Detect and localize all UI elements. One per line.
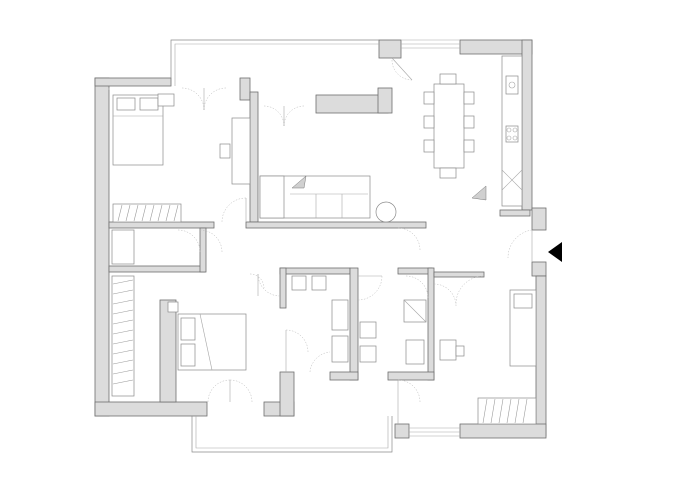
- bedroom-bottom-right: [433, 275, 537, 425]
- bedroom-top-left: [112, 87, 251, 223]
- wall-stub-top: [239, 77, 251, 101]
- outer-wall-top-left: [94, 77, 172, 87]
- view-arrow-icon: [471, 185, 487, 201]
- sink-icon: [405, 339, 425, 365]
- wall-bath1-bottom: [329, 371, 359, 381]
- balconies: [108, 39, 460, 453]
- wardrobe-hangers: [482, 398, 528, 424]
- wall-entrance-nook: [499, 209, 531, 217]
- sink-icon: [331, 335, 349, 363]
- chair: [423, 91, 435, 105]
- wall-closet-bottom: [108, 265, 206, 273]
- wall-bath1-left: [279, 267, 287, 309]
- wardrobe-hangers: [112, 279, 134, 385]
- wall-bath-left-bottom: [279, 371, 295, 417]
- pillow: [180, 317, 196, 341]
- outer-wall-left: [94, 77, 110, 417]
- wall-hall-left: [199, 227, 207, 273]
- side-table: [375, 201, 397, 223]
- bedroom-bottom-left: [111, 273, 281, 403]
- nightstand: [167, 301, 179, 313]
- outer-wall-top-right: [459, 39, 533, 55]
- living-room: [259, 57, 487, 223]
- outer-wall-right-top: [521, 39, 533, 211]
- wall-kitchen-partition-end: [377, 87, 393, 114]
- balcony-top-inner: [174, 43, 379, 86]
- pillow: [116, 97, 136, 111]
- door-swing: [221, 197, 247, 223]
- wall-bath-divider: [349, 267, 359, 381]
- chair: [439, 167, 457, 179]
- stove-icon: [505, 125, 519, 143]
- bathroom-1: [285, 275, 349, 373]
- sink-icon: [505, 75, 519, 95]
- desk: [439, 339, 457, 361]
- wall-bedroom1-right: [249, 91, 259, 223]
- chair: [463, 139, 475, 153]
- toilet-icon: [359, 321, 377, 339]
- wall-kitchen-partition: [315, 94, 389, 114]
- walls: [94, 39, 547, 439]
- bidet-icon: [311, 275, 327, 291]
- outer-wall-right-bottom: [535, 275, 547, 437]
- chair: [423, 115, 435, 129]
- chair: [463, 91, 475, 105]
- bathtub: [331, 299, 349, 331]
- outer-wall-bottom-right: [459, 423, 547, 439]
- entrance[interactable]: [199, 227, 562, 262]
- wardrobe: [112, 203, 182, 223]
- wall-bath2-bottom: [387, 371, 435, 381]
- wall-bath2-top: [397, 267, 433, 275]
- chair: [219, 143, 231, 159]
- bidet-icon: [359, 345, 377, 363]
- chair: [423, 139, 435, 153]
- chair: [455, 345, 465, 357]
- wardrobe: [111, 275, 135, 397]
- dining-table: [433, 83, 465, 169]
- chair: [439, 73, 457, 85]
- wall-bottom-balcony-stub: [394, 423, 410, 439]
- view-arrow-icon: [291, 175, 307, 189]
- kitchen: [423, 55, 523, 207]
- bathroom-2: [357, 275, 429, 424]
- wall-living-bottom: [245, 221, 427, 229]
- pillow: [513, 293, 533, 309]
- wall-bedroom2-left: [159, 299, 177, 403]
- nightstand: [157, 93, 175, 107]
- balcony-top-outline: [170, 39, 379, 86]
- wall-bedroom3-top: [433, 271, 485, 278]
- wall-bedroom1-bottom: [108, 221, 215, 229]
- pillow: [180, 343, 196, 367]
- balcony-bottom-outline: [191, 416, 393, 453]
- wardrobe-hangers: [117, 204, 179, 222]
- outer-wall-bottom-left: [94, 401, 208, 417]
- balcony-bottom-inner: [195, 416, 389, 449]
- storage-unit: [111, 229, 135, 265]
- desk: [231, 117, 251, 185]
- wall-bath1-top: [279, 267, 351, 275]
- pillow: [139, 97, 159, 111]
- toilet-icon: [291, 275, 307, 291]
- closet: [111, 229, 201, 265]
- wall-bath2-right: [427, 267, 435, 381]
- chair: [463, 115, 475, 129]
- entrance-arrow-icon[interactable]: [548, 242, 562, 262]
- wall-entrance-top: [531, 207, 547, 231]
- wall-kitchen-top-left: [378, 39, 402, 59]
- wall-entrance-bottom: [531, 261, 547, 277]
